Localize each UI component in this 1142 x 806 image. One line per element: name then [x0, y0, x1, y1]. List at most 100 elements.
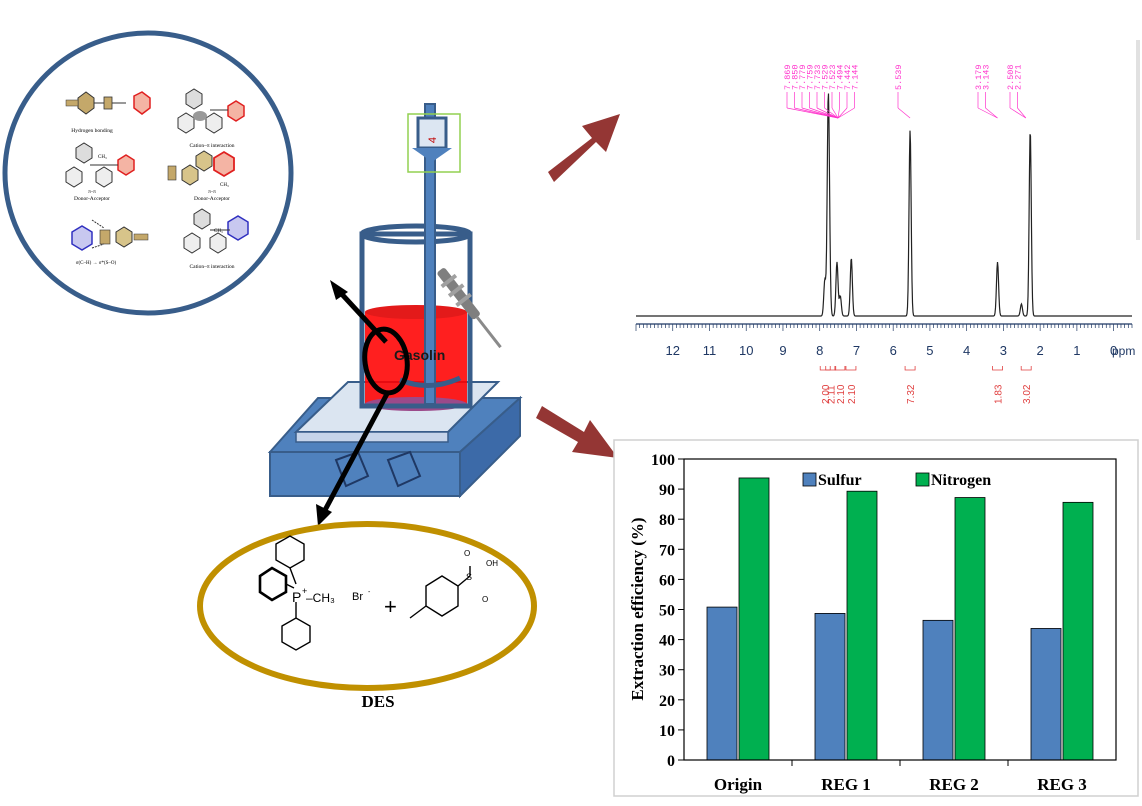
ch3-label-3: CH₃ — [214, 229, 223, 234]
beaker-body — [359, 231, 473, 409]
hydrogen-bonding-molecule — [65, 91, 151, 115]
x-tick-label: REG 1 — [821, 775, 871, 794]
beaker-rim — [359, 223, 473, 245]
des-ellipse — [197, 521, 537, 691]
donor-acceptor-label-1: Donor-Acceptor — [74, 196, 110, 202]
des-p-atom: P — [292, 589, 301, 605]
nmr-peak-label: 7.144 — [851, 64, 861, 90]
nmr-peak-leader — [831, 107, 839, 119]
interactions-circle — [2, 30, 294, 316]
arrow-to-nmr — [548, 114, 620, 182]
gasoline-label: Gasolin — [394, 347, 445, 363]
cation-pi-label-2: Cation–π interaction — [189, 264, 234, 270]
knob-2 — [386, 450, 422, 488]
nmr-tick-label: 8 — [816, 343, 823, 358]
nmr-integral-label: 2.10 — [847, 384, 858, 404]
des-s-atom: S — [466, 572, 472, 582]
nmr-tick-label: 2 — [1037, 343, 1044, 358]
nmr-peak-leader — [801, 107, 839, 119]
nmr-tick-label: 12 — [666, 343, 680, 358]
stirrer-rod — [424, 103, 436, 405]
y-tick-label: 90 — [659, 482, 675, 499]
nmr-tick-label: 9 — [779, 343, 786, 358]
nmr-peak-leader — [897, 107, 911, 119]
stirrer-motor-box — [407, 113, 461, 173]
bar-nitrogen — [1062, 501, 1094, 761]
nmr-integral-bracket — [845, 366, 857, 371]
nmr-integral-bracket — [992, 366, 1003, 371]
y-tick-label: 30 — [659, 663, 675, 680]
y-tick-label: 10 — [659, 723, 675, 740]
nmr-peak-label: 2.508 — [1006, 64, 1016, 90]
nmr-integral-bracket — [825, 366, 837, 371]
nmr-peak-label: 7.850 — [791, 64, 801, 90]
nmr-peak-label: 7.733 — [813, 64, 823, 90]
pi-pi-label-2: π–π — [208, 190, 216, 195]
des-plus: + — [384, 594, 397, 619]
y-tick-label: 20 — [659, 693, 675, 710]
nmr-peak-leader — [1009, 107, 1027, 119]
des-oh: OH — [486, 559, 498, 568]
ch3-label-1: CH₃ — [98, 155, 107, 160]
bar-nitrogen — [738, 477, 770, 761]
y-tick-label: 70 — [659, 542, 675, 559]
nmr-spectrum-line — [636, 93, 1132, 317]
ch3-label-2: CH₃ — [220, 183, 229, 188]
nmr-integral-label: 1.83 — [994, 384, 1005, 404]
nmr-peak-label: 5.539 — [894, 64, 904, 90]
hydrogen-bonding-label: Hydrogen bonding — [71, 128, 113, 134]
legend-swatch-sulfur — [802, 472, 817, 487]
nmr-peak-leader — [985, 107, 998, 119]
nmr-peak-label: 7.869 — [783, 64, 793, 90]
legend-label-nitrogen: Nitrogen — [931, 472, 991, 489]
nmr-peak-leader — [837, 107, 840, 119]
x-tick-label: Origin — [714, 775, 763, 794]
magnify-ellipse — [362, 326, 410, 396]
nmr-peak-label: 3.143 — [982, 64, 992, 90]
nmr-peak-label: 3.179 — [974, 64, 984, 90]
nmr-tick-label: 0 — [1110, 343, 1117, 358]
cation-pi-molecule-1 — [177, 88, 245, 134]
tosic-acid-structure — [409, 566, 471, 619]
des-panel: P + –CH₃ Br - + S OH O O DES — [197, 521, 537, 711]
stirrer-label: 4 — [427, 137, 439, 143]
phosphonium-structure — [258, 535, 311, 651]
nmr-integral-label: 2.11 — [827, 385, 838, 404]
cation-pi-label-1: Cation–π interaction — [189, 143, 234, 149]
bar-sulfur — [814, 613, 846, 761]
legend: Sulfur Nitrogen — [802, 472, 991, 489]
pi-pi-label: π–π — [88, 190, 96, 195]
y-tick-label: 40 — [659, 633, 675, 650]
nmr-integral-label: 2.00 — [821, 384, 832, 404]
bar-sulfur — [706, 606, 738, 761]
interactions-panel: Hydrogen bonding Cation–π interaction CH… — [2, 30, 294, 316]
des-o1: O — [464, 549, 470, 558]
nmr-peak-label: 7.529 — [821, 64, 831, 90]
nmr-tick-label: 11 — [703, 343, 717, 358]
bar-nitrogen — [954, 497, 986, 761]
nmr-peak-leader — [816, 107, 839, 119]
nmr-integral-bracket — [1020, 366, 1032, 371]
nmr-peak-label: 7.494 — [836, 64, 846, 90]
legend-swatch-nitrogen — [915, 472, 930, 487]
svg-text:-: - — [368, 589, 371, 596]
y-axis-label: Extraction efficiency (%) — [628, 517, 647, 700]
y-tick-label: 0 — [667, 753, 675, 770]
thermometer — [437, 268, 502, 349]
des-bromide: Br — [352, 591, 363, 603]
cation-pi-molecule-2: CH₃ — [183, 208, 249, 254]
nmr-tick-label: 3 — [1000, 343, 1007, 358]
y-tick-label: 100 — [651, 452, 675, 469]
nmr-integral-bracket — [834, 366, 846, 371]
nmr-peak-leader — [809, 107, 839, 119]
arrow-to-interactions — [336, 288, 388, 344]
y-tick-label: 50 — [659, 603, 675, 620]
nmr-axis-unit: ppm — [1112, 344, 1135, 358]
nmr-tick-label: 7 — [853, 343, 860, 358]
nmr-tick-label: 1 — [1073, 343, 1080, 358]
des-label: DES — [361, 692, 394, 711]
des-p-charge: + — [302, 586, 307, 596]
nmr-peak-leader — [837, 107, 848, 119]
